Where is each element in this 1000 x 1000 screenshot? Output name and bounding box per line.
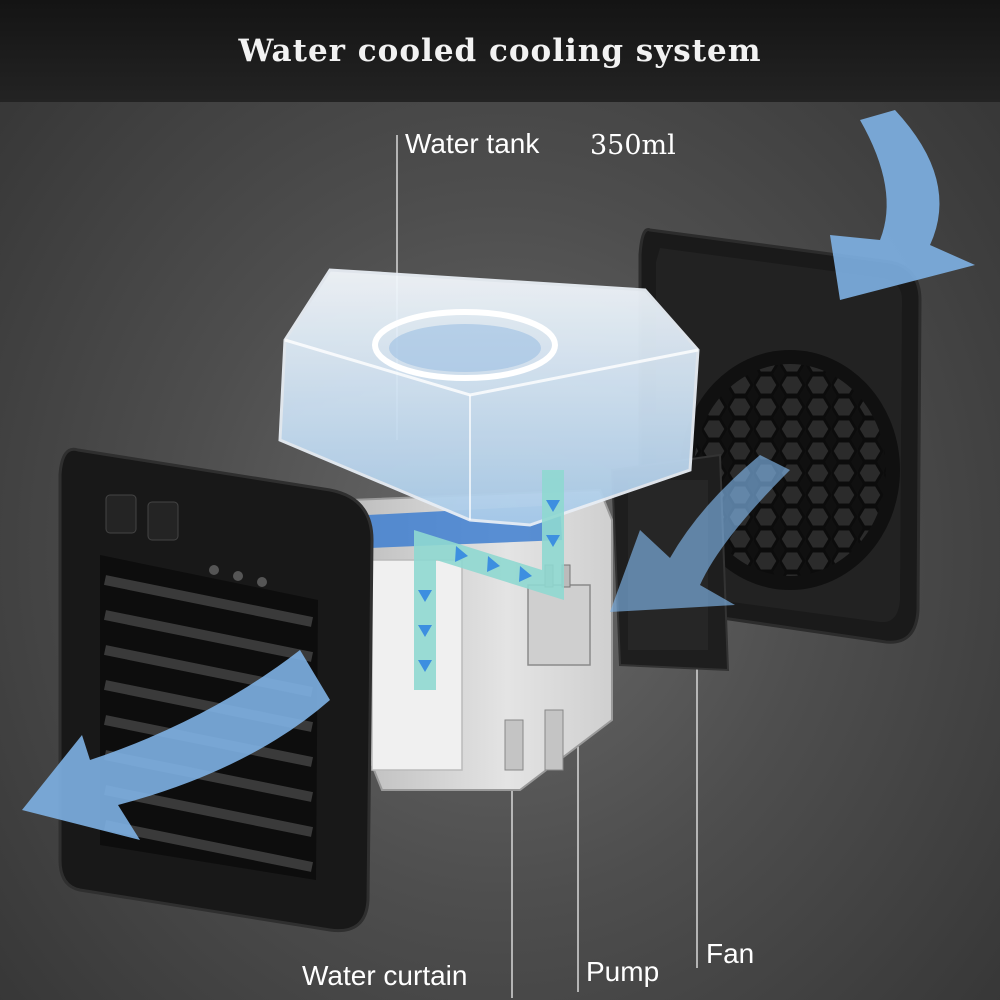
water-arrow xyxy=(546,535,560,547)
control-button xyxy=(147,501,179,541)
water-arrow xyxy=(519,566,532,582)
label-fan: Fan xyxy=(706,938,755,969)
water-arrow xyxy=(546,500,560,512)
water-tank xyxy=(278,268,700,527)
water-path xyxy=(414,470,564,690)
water-arrow xyxy=(418,590,432,602)
water-arrow xyxy=(418,660,432,672)
indicator-light xyxy=(233,571,243,581)
water-arrow xyxy=(455,546,468,562)
water-arrow xyxy=(487,556,500,572)
airflow-through-arrow xyxy=(610,455,790,612)
airflow-arrows xyxy=(22,110,975,840)
label-capacity: 350ml xyxy=(590,130,676,161)
indicator-light xyxy=(209,565,219,575)
indicator-light xyxy=(257,577,267,587)
title-bar: Water cooled cooling system xyxy=(0,0,1000,102)
control-button xyxy=(105,494,137,534)
airflow-in-arrow xyxy=(830,110,975,300)
front-housing xyxy=(58,447,374,933)
label-water-curtain: Water curtain xyxy=(302,960,468,991)
label-pump: Pump xyxy=(586,956,660,987)
airflow-out-arrow xyxy=(22,650,330,840)
tank-fill-cap xyxy=(372,309,558,381)
chassis xyxy=(348,488,613,791)
water-arrow xyxy=(418,625,432,637)
diagram-title: Water cooled cooling system xyxy=(238,33,762,69)
label-water-tank: Water tank xyxy=(405,128,540,159)
